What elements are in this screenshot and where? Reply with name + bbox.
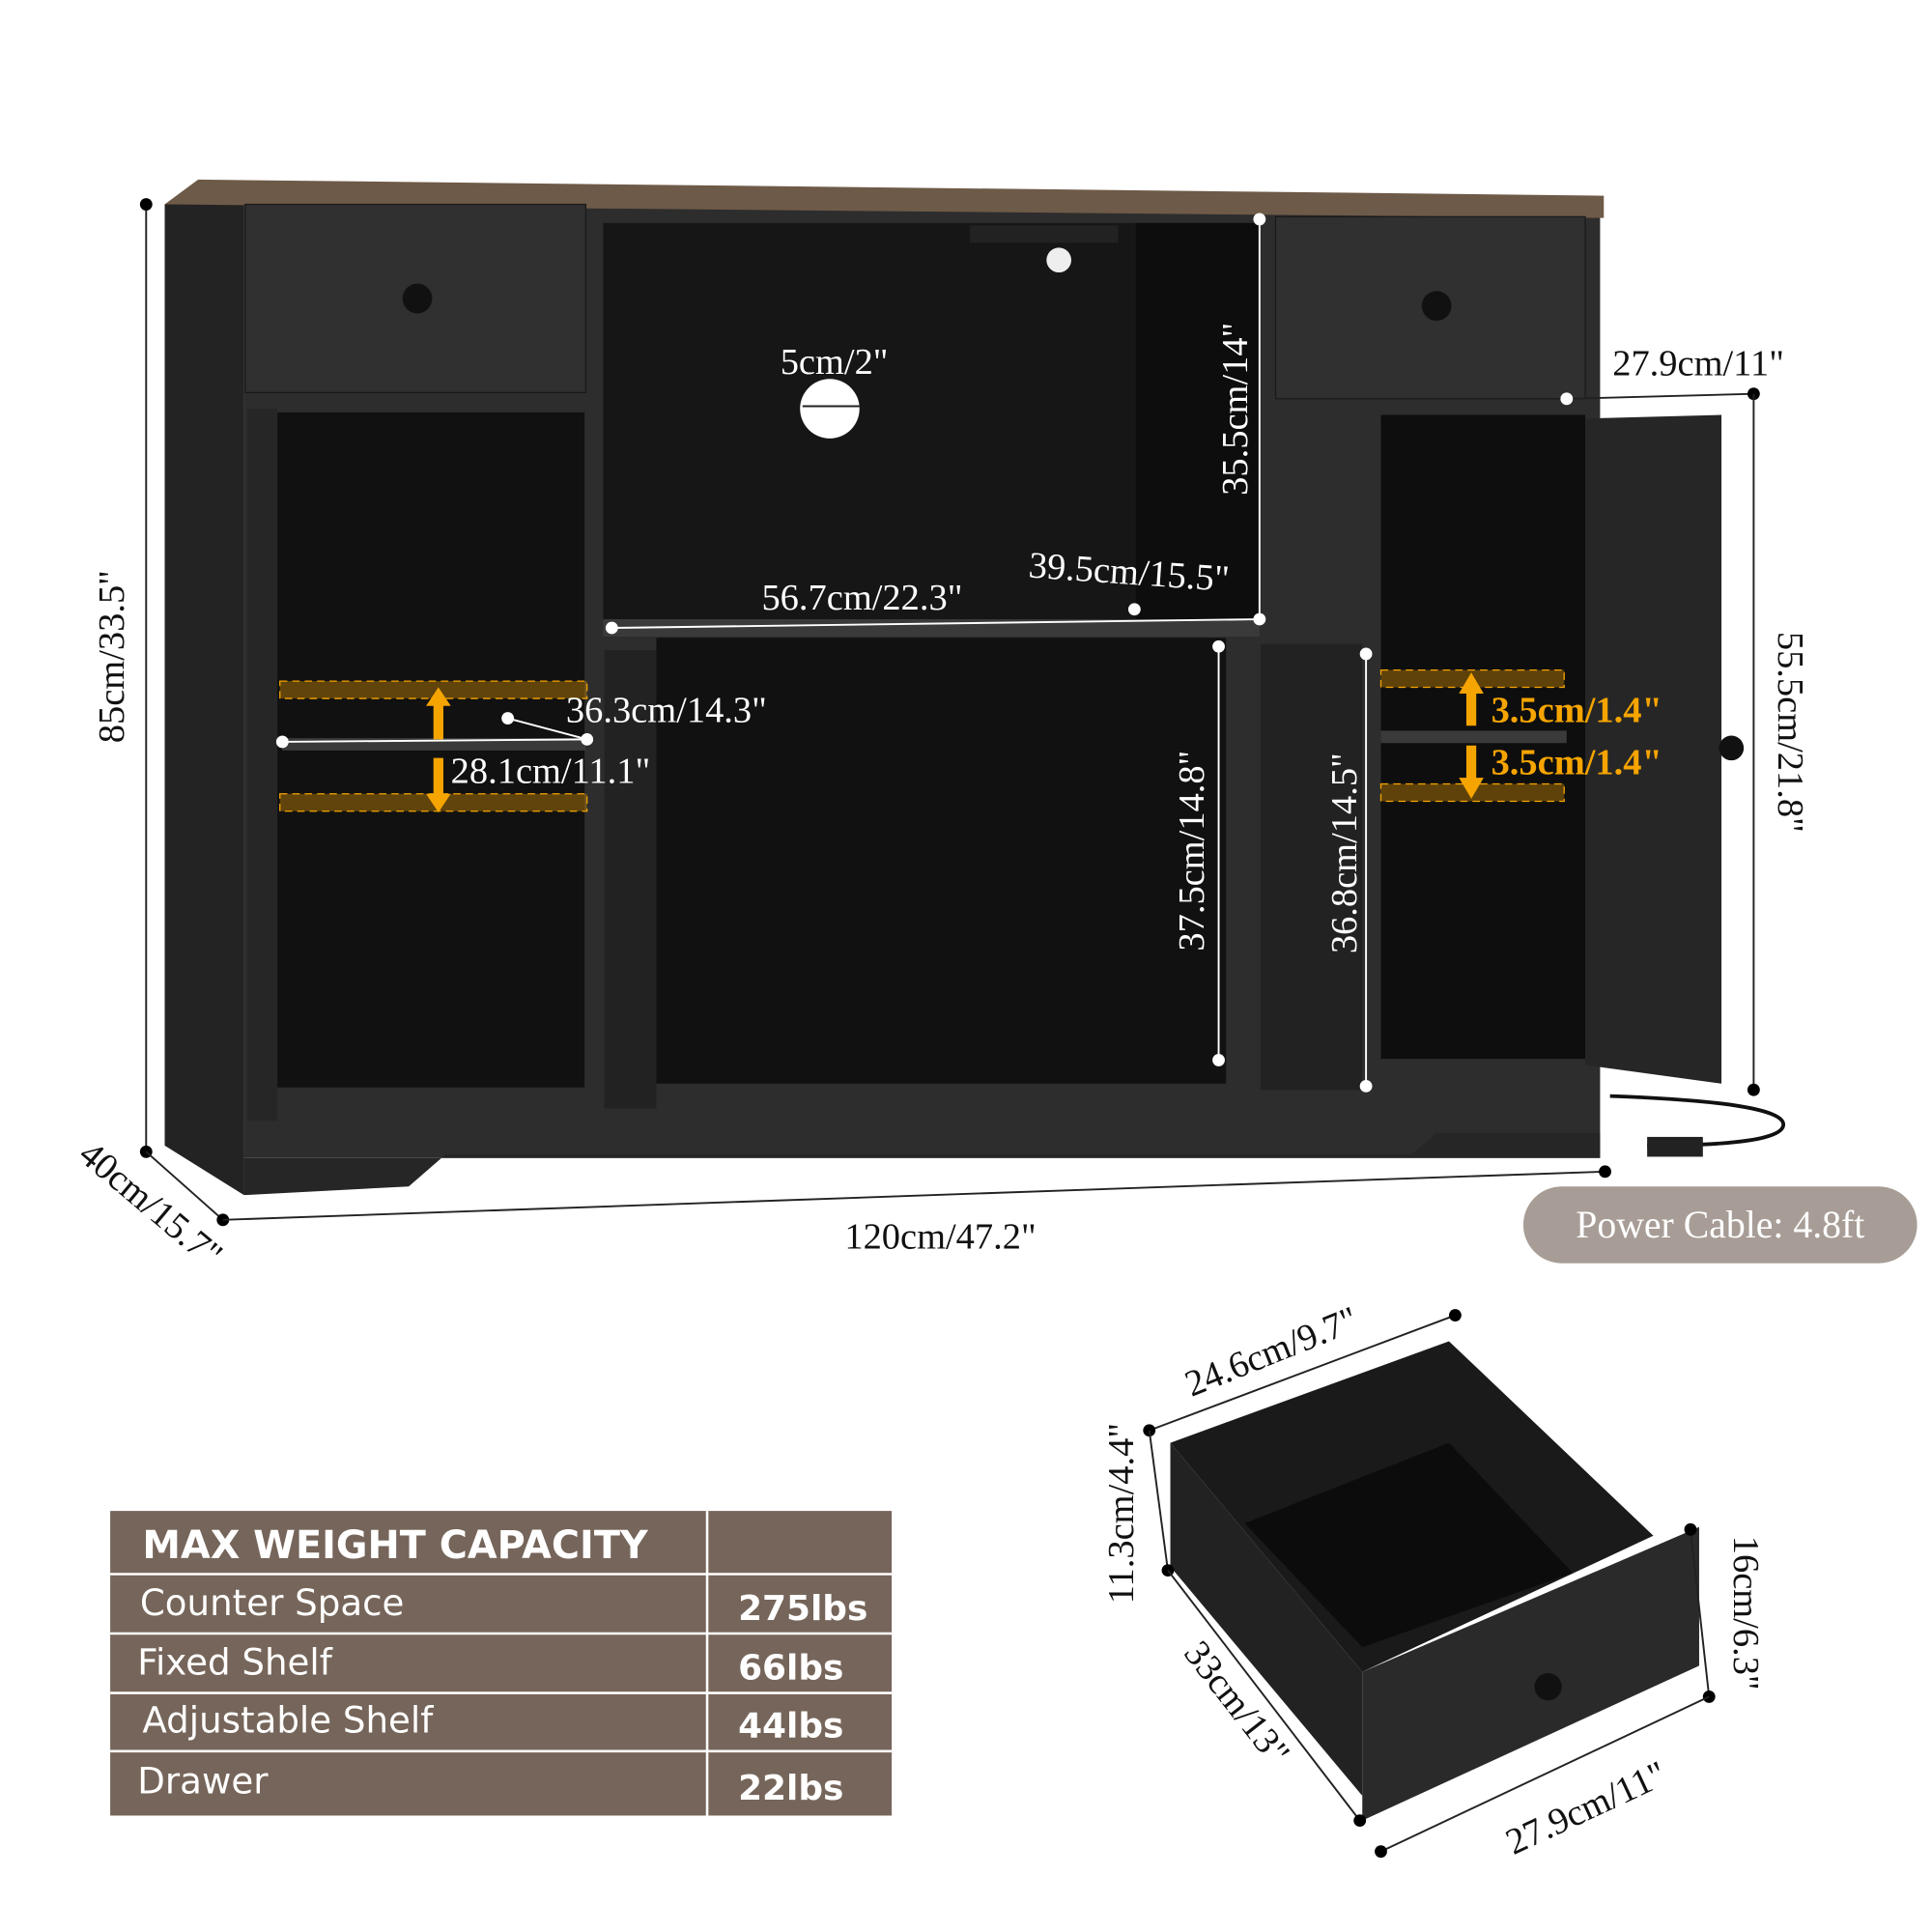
arrow-up-icon [1459, 672, 1484, 726]
power-cable-label: Power Cable: 4.8ft [1576, 1204, 1864, 1246]
row-value: 22lbs [738, 1769, 843, 1808]
right-cabinet-height-label: 55.5cm/21.8" [1770, 632, 1810, 833]
center-upper-height-label: 35.5cm/14" [1215, 323, 1256, 496]
row-value: 44lbs [738, 1707, 843, 1747]
drawer-inner-height-label: 11.3cm/4.4" [1101, 1423, 1142, 1604]
weight-capacity-table: MAX WEIGHT CAPACITY Counter Space 275lbs… [110, 1511, 893, 1816]
dimension-lines [139, 198, 1760, 1227]
right-drawer-width-label: 27.9cm/11" [1612, 343, 1784, 384]
shelf-adjust-down-label: 3.5cm/1.4" [1492, 742, 1662, 782]
row-label: Adjustable Shelf [142, 1699, 434, 1742]
left-shelf-width-label: 28.1cm/11.1" [451, 751, 651, 791]
height-label: 85cm/33.5" [92, 570, 132, 743]
row-label: Fixed Shelf [137, 1640, 332, 1683]
row-label: Counter Space [140, 1581, 405, 1624]
shelf-adjust-up-label: 3.5cm/1.4" [1492, 690, 1662, 730]
arrow-down-icon [1459, 745, 1484, 799]
drawer-illustration [1143, 1309, 1716, 1859]
cable-hole-label: 5cm/2" [781, 342, 889, 383]
center-shelf-width-label: 56.7cm/22.3" [761, 578, 962, 618]
table-title: MAX WEIGHT CAPACITY [142, 1523, 649, 1568]
center-door-height-label: 36.8cm/14.5" [1324, 753, 1365, 953]
shelf-adjust-zones [279, 668, 1565, 813]
arrow-down-icon [426, 757, 451, 813]
power-cable-badge: Power Cable: 4.8ft [1522, 1186, 1918, 1264]
center-lower-height-label: 37.5cm/14.8" [1172, 751, 1212, 952]
wood-top [164, 179, 1605, 218]
cabinet-illustration [164, 179, 1786, 1196]
drawer-front-width-label: 27.9cm/11" [1500, 1754, 1673, 1863]
row-value: 66lbs [738, 1648, 843, 1688]
row-label: Drawer [137, 1759, 269, 1802]
row-value: 275lbs [738, 1589, 867, 1629]
drawer-front-height-label: 16cm/6.3" [1725, 1536, 1766, 1690]
left-shelf-depth-label: 36.3cm/14.3" [566, 690, 767, 730]
arrow-up-icon [426, 687, 451, 740]
width-label: 120cm/47.2" [844, 1216, 1036, 1257]
